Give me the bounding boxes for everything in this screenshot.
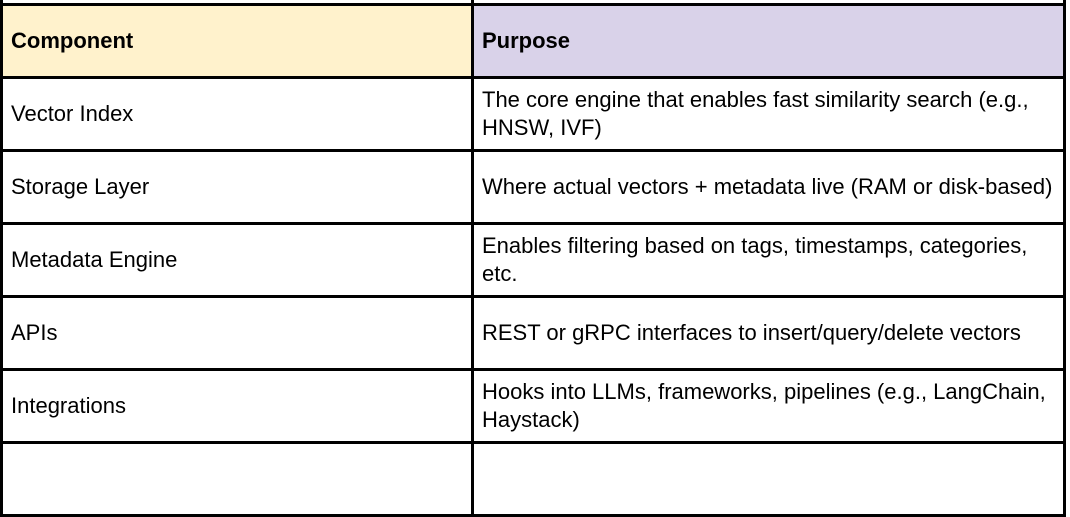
next-row-partial xyxy=(0,441,1066,517)
header-component: Component xyxy=(0,3,474,79)
table-row: Metadata Engine Enables filtering based … xyxy=(0,222,1066,298)
purpose-cell: Enables filtering based on tags, timesta… xyxy=(471,222,1066,298)
component-cell: Integrations xyxy=(0,368,474,444)
table-row: Integrations Hooks into LLMs, frameworks… xyxy=(0,368,1066,444)
component-cell: APIs xyxy=(0,295,474,371)
purpose-cell: The core engine that enables fast simila… xyxy=(471,76,1066,152)
table-header-row: Component Purpose xyxy=(0,3,1066,79)
component-cell: Metadata Engine xyxy=(0,222,474,298)
purpose-cell: Hooks into LLMs, frameworks, pipelines (… xyxy=(471,368,1066,444)
component-cell: Storage Layer xyxy=(0,149,474,225)
previous-row-partial xyxy=(0,0,1066,6)
table-row: Storage Layer Where actual vectors + met… xyxy=(0,149,1066,225)
header-purpose: Purpose xyxy=(471,3,1066,79)
purpose-cell: REST or gRPC interfaces to insert/query/… xyxy=(471,295,1066,371)
purpose-cell: Where actual vectors + metadata live (RA… xyxy=(471,149,1066,225)
table-row: Vector Index The core engine that enable… xyxy=(0,76,1066,152)
table-row: APIs REST or gRPC interfaces to insert/q… xyxy=(0,295,1066,371)
component-cell: Vector Index xyxy=(0,76,474,152)
